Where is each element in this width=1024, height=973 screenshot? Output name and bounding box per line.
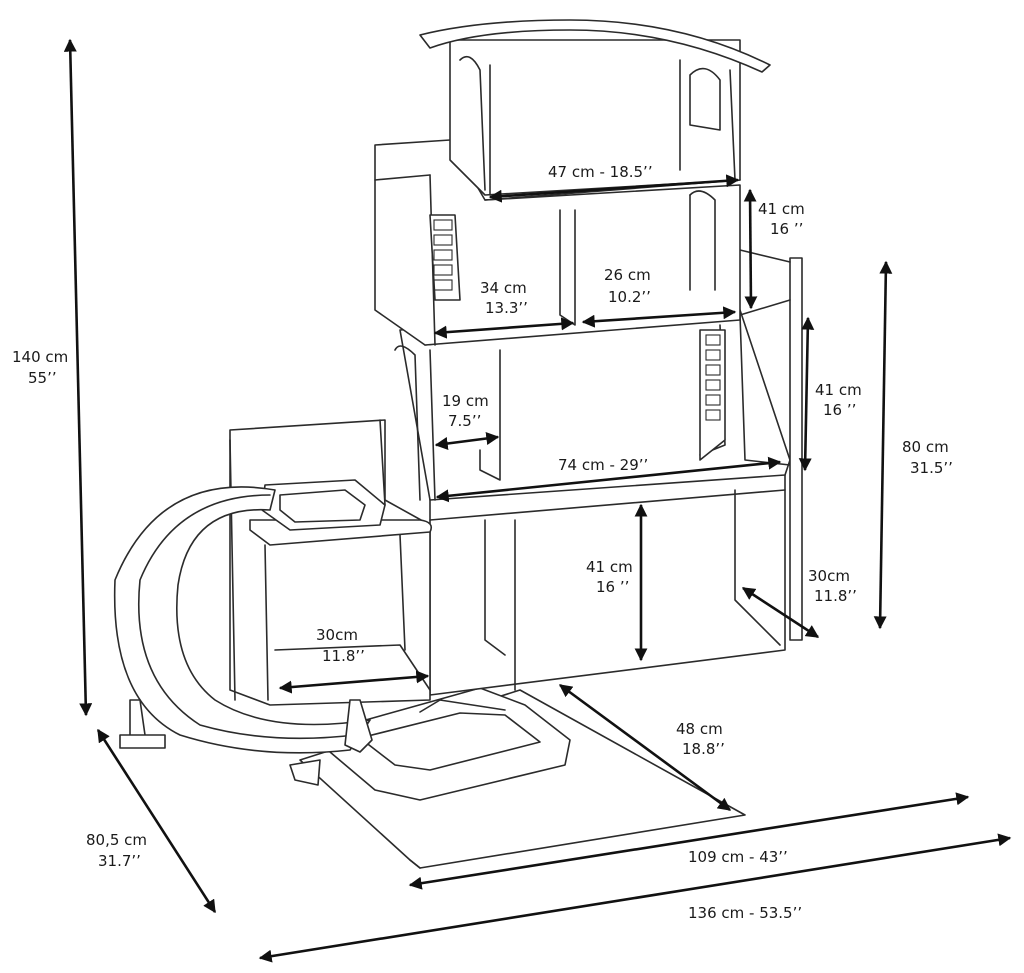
arrow-ramp (558, 683, 732, 812)
label-right-floor-cm: 41 cm (815, 381, 862, 399)
arrow-top-width (488, 174, 740, 203)
label-ground-cm: 41 cm (586, 558, 633, 576)
arrow-top-floor-height (743, 188, 758, 310)
label-right-floor-in: 16 ’’ (823, 401, 856, 419)
label-right-height-cm: 80 cm (902, 438, 949, 456)
label-depth-total-cm: 80,5 cm (86, 831, 147, 849)
dimension-arrows (63, 38, 1012, 963)
ramp-inner (359, 712, 541, 771)
label-height-total-in: 55’’ (28, 369, 57, 387)
label-top-width: 47 cm - 18.5’’ (548, 163, 653, 181)
label-depth-right-in: 11.8’’ (814, 587, 857, 605)
arrow-mid-left (433, 317, 575, 339)
arrow-height-total (63, 38, 93, 717)
arrow-small-room (434, 432, 500, 450)
label-mid-left-cm: 34 cm (480, 279, 527, 297)
label-mid-left-in: 13.3’’ (485, 299, 528, 317)
arrow-garage (278, 670, 430, 694)
label-height-total-cm: 140 cm (12, 348, 68, 366)
label-mid-right-in: 10.2’’ (608, 288, 651, 306)
arrow-right-floor-height (798, 316, 815, 472)
label-depth-right-cm: 30cm (808, 567, 850, 585)
dimension-labels: 140 cm 55’’ 47 cm - 18.5’’ 41 cm 16 ’’ 3… (12, 163, 953, 922)
label-garage-in: 11.8’’ (322, 647, 365, 665)
label-ramp-cm: 48 cm (676, 720, 723, 738)
arrow-depth-total (96, 728, 217, 914)
label-small-room-cm: 19 cm (442, 392, 489, 410)
arrow-right-height (873, 260, 893, 630)
arrow-mid-right (581, 306, 737, 328)
slide-foot (119, 734, 166, 749)
label-mid-width: 74 cm - 29’’ (558, 456, 648, 474)
label-top-floor-in: 16 ’’ (770, 220, 803, 238)
label-top-floor-cm: 41 cm (758, 200, 805, 218)
arrow-width-total (258, 833, 1012, 963)
roof (419, 19, 771, 73)
label-garage-cm: 30cm (316, 626, 358, 644)
label-right-height-in: 31.5’’ (910, 459, 953, 477)
label-width-total: 136 cm - 53.5’’ (688, 904, 802, 922)
label-width-base: 109 cm - 43’’ (688, 848, 788, 866)
label-depth-total-in: 31.7’’ (98, 852, 141, 870)
arrow-depth-right (741, 586, 820, 639)
label-ground-in: 16 ’’ (596, 578, 629, 596)
label-small-room-in: 7.5’’ (448, 412, 481, 430)
label-ramp-in: 18.8’’ (682, 740, 725, 758)
arrow-mid-width (435, 456, 782, 503)
right-post (789, 257, 803, 641)
label-mid-right-cm: 26 cm (604, 266, 651, 284)
spiral-slide (113, 486, 371, 754)
